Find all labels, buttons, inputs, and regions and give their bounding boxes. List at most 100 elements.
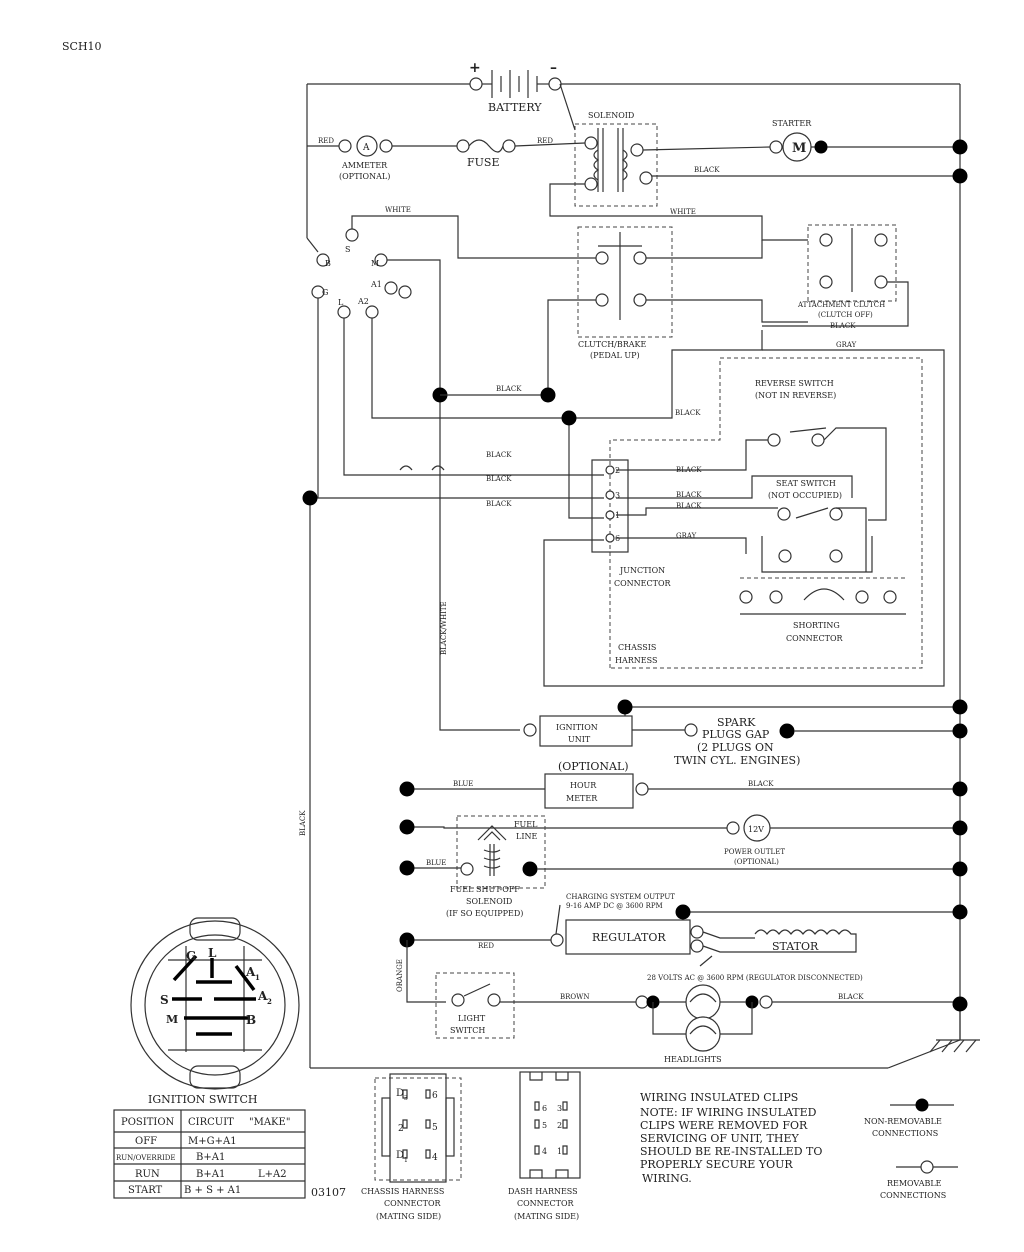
shorting-label-1: SHORTING — [793, 621, 840, 630]
hour-meter: (OPTIONAL) HOUR METER — [544, 760, 649, 809]
terminal-b: B — [325, 259, 331, 268]
wire-label-black-cb: BLACK — [496, 385, 522, 393]
wire-label-blue-1: BLUE — [453, 780, 473, 788]
terminal-g: G — [322, 288, 328, 297]
clutch-brake-state: (PEDAL UP) — [590, 351, 640, 360]
dash-connector-label-1: DASH HARNESS — [508, 1187, 578, 1196]
spark-label-1: SPARK — [717, 716, 756, 729]
clips-line-5: PROPERLY SECURE YOUR — [640, 1158, 793, 1171]
hour-meter-optional: (OPTIONAL) — [558, 760, 629, 773]
ignition-switch-face: G L A 1 A 2 S M B — [130, 917, 300, 1090]
dash-pin-1: 1 — [557, 1147, 562, 1156]
face-label-m: M — [166, 1013, 178, 1026]
chassis-harness: CHASSIS HARNESS — [609, 357, 923, 669]
ignition-unit: IGNITION UNIT — [523, 715, 633, 747]
chassis-pin-4: 4 — [432, 1153, 438, 1163]
fuse-label: FUSE — [467, 156, 499, 169]
table-row-1-position: OFF — [135, 1136, 157, 1147]
chassis-pin-d1-sub: 1 — [404, 1157, 408, 1164]
attachment-clutch-label: ATTACHMENT CLUTCH — [797, 301, 885, 309]
seat-state: (NOT OCCUPIED) — [768, 491, 842, 500]
chassis-pin-5: 5 — [432, 1123, 438, 1133]
wire-label-orange: ORANGE — [396, 959, 404, 992]
wire-label-red-1: RED — [318, 137, 334, 145]
ammeter-optional: (OPTIONAL) — [339, 172, 390, 181]
junction-label-1: JUNCTION — [619, 566, 665, 575]
clips-line-2: CLIPS WERE REMOVED FOR — [640, 1119, 808, 1132]
seat-switch: SEAT SWITCH (NOT OCCUPIED) — [616, 475, 853, 554]
wire-label-white-2: WHITE — [670, 208, 696, 216]
wire-label-black-left: BLACK — [299, 810, 307, 836]
starter-label: STARTER — [772, 119, 812, 128]
reverse-state: (NOT IN REVERSE) — [755, 391, 836, 400]
face-label-a2-sub: 2 — [267, 997, 272, 1006]
chassis-pin-d3: D — [396, 1088, 404, 1099]
table-row-3-position: RUN — [135, 1169, 160, 1180]
hour-meter-label-1: HOUR — [570, 781, 597, 790]
legend-removable-2: CONNECTIONS — [880, 1191, 946, 1200]
wire-label-black-sol: BLACK — [694, 166, 720, 174]
wire-label-red-3: RED — [478, 942, 494, 950]
chassis-harness-label-1: CHASSIS — [618, 643, 656, 652]
wire-label-white-1: WHITE — [385, 206, 411, 214]
chassis-pin-2: 2 — [398, 1124, 404, 1134]
fuel-solenoid-label-2: SOLENOID — [466, 897, 512, 906]
wire-label-black-j1: BLACK — [486, 451, 512, 459]
dash-pin-2: 2 — [557, 1121, 562, 1130]
dash-pin-3: 3 — [557, 1104, 562, 1113]
solenoid-label: SOLENOID — [588, 111, 634, 120]
wire-label-gray-2: GRAY — [676, 532, 697, 540]
clutch-brake-switch: CLUTCH/BRAKE (PEDAL UP) — [577, 226, 673, 360]
dash-pin-4: 4 — [542, 1147, 547, 1156]
legend: NON-REMOVABLE CONNECTIONS REMOVABLE CONN… — [864, 1098, 958, 1200]
stator-label: STATOR — [772, 940, 819, 953]
power-outlet-symbol: 12V — [748, 825, 764, 834]
fuel-shutoff-solenoid: FUEL LINE FUEL SHUT-OFF SOLENOID (IF SO … — [446, 815, 546, 918]
terminal-l: L — [338, 298, 344, 307]
terminal-a2: A2 — [357, 297, 369, 306]
legend-non-removable-1: NON-REMOVABLE — [864, 1117, 942, 1126]
power-outlet-label: POWER OUTLET — [724, 848, 785, 856]
light-switch-label-2: SWITCH — [450, 1026, 485, 1035]
dash-pin-5: 5 — [542, 1121, 547, 1130]
regulator: CHARGING SYSTEM OUTPUT 9-16 AMP DC @ 360… — [550, 893, 704, 955]
table-row-4-position: START — [128, 1185, 163, 1196]
face-label-a2: A — [257, 989, 268, 1003]
dash-pin-6: 6 — [542, 1104, 547, 1113]
shorting-label-2: CONNECTOR — [786, 634, 844, 643]
chassis-connector-label-3: (MATING SIDE) — [376, 1212, 441, 1221]
junction-pin-3: 3 — [615, 491, 620, 500]
starter: M STARTER — [642, 119, 968, 162]
clips-line-1: NOTE: IF WIRING INSULATED — [640, 1106, 817, 1119]
charging-label-2: 9-16 AMP DC @ 3600 RPM — [566, 902, 663, 910]
fuel-line-label-2: LINE — [516, 832, 537, 841]
regulator-label: REGULATOR — [592, 931, 666, 944]
wire-label-brown: BROWN — [560, 993, 589, 1001]
fuel-solenoid-label-3: (IF SO EQUIPPED) — [446, 909, 523, 918]
face-label-a1-sub: 1 — [255, 973, 260, 982]
ignition-table: POSITION CIRCUIT "MAKE" OFF M+G+A1 RUN/O… — [113, 1109, 306, 1199]
starter-symbol: M — [792, 141, 806, 156]
face-label-l: L — [208, 946, 217, 960]
spark-label-4: TWIN CYL. ENGINES) — [674, 754, 800, 767]
hour-meter-label-2: METER — [566, 794, 598, 803]
power-outlet-optional: (OPTIONAL) — [734, 858, 779, 866]
dash-harness-connector: 6 3 5 2 4 1 DASH HARNESS CONNECTOR (MATI… — [508, 1071, 581, 1221]
table-header-circuit: CIRCUIT — [188, 1117, 234, 1128]
table-header-position: POSITION — [121, 1117, 175, 1128]
table-row-4-circuit: B + S + A1 — [184, 1185, 241, 1196]
chassis-pin-d3-sub: 3 — [404, 1095, 408, 1102]
wire-label-black-hm: BLACK — [748, 780, 774, 788]
junction-label-2: CONNECTOR — [614, 579, 672, 588]
wire-label-black-s1: BLACK — [676, 491, 702, 499]
wire-label-black-r: BLACK — [676, 466, 702, 474]
ground-bus — [306, 83, 980, 1069]
fuel-solenoid-label-1: FUEL SHUT-OFF — [450, 885, 520, 894]
headlights-label: HEADLIGHTS — [664, 1055, 722, 1064]
shorting-connector: SHORTING CONNECTOR — [739, 507, 906, 643]
face-label-s: S — [160, 993, 169, 1007]
chassis-connector-label-2: CONNECTOR — [384, 1199, 442, 1208]
wire-label-black-j2: BLACK — [486, 475, 512, 483]
ignition-unit-label-2: UNIT — [568, 735, 591, 744]
